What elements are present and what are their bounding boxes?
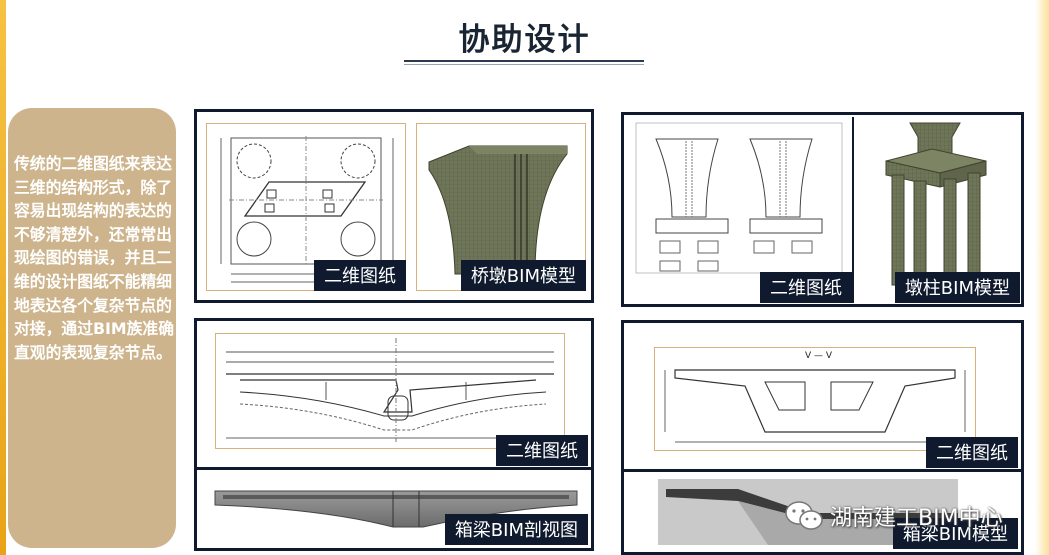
girder-elevation-drawing bbox=[226, 338, 554, 442]
description-text: 传统的二维图纸来表达三维的结构形式，除了容易出现结构的表达的不够清楚外，还常常出… bbox=[14, 154, 175, 362]
watermark: 湖南建工BIM中心 bbox=[784, 499, 1003, 533]
box-panel: V — V 二维图纸 箱梁BIM模型 湖南建工BIM中心 bbox=[621, 320, 1024, 555]
column-model: 墩柱BIM模型 bbox=[856, 117, 1020, 303]
box-model-caption: 箱梁BIM模型 bbox=[892, 518, 1018, 549]
girder-section bbox=[213, 483, 579, 535]
pier-bim-model-image bbox=[428, 145, 568, 275]
column-drawing: 二维图纸 bbox=[626, 117, 854, 303]
watermark-text: 湖南建工BIM中心 bbox=[830, 506, 1003, 531]
pier-model-caption: 桥墩BIM模型 bbox=[460, 260, 586, 291]
girder-section-caption: 箱梁BIM剖视图 bbox=[444, 514, 588, 545]
box-drawing-caption: 二维图纸 bbox=[926, 437, 1018, 468]
box-drawing: V — V bbox=[654, 347, 976, 451]
page-title: 协助设计 bbox=[458, 22, 591, 58]
column-bim-model-image bbox=[885, 122, 987, 292]
pier-model: 桥墩BIM模型 bbox=[416, 123, 586, 291]
column-drawing-caption: 二维图纸 bbox=[760, 272, 852, 303]
girder-drawing bbox=[215, 333, 565, 449]
pier-drawing-caption: 二维图纸 bbox=[314, 260, 406, 291]
box-divider bbox=[624, 469, 1021, 472]
girder-section-image bbox=[214, 490, 578, 528]
right-accent-edge bbox=[1035, 0, 1049, 555]
wechat-icon bbox=[785, 501, 823, 530]
column-panel: 二维图纸 墩柱BIM模型 bbox=[621, 112, 1024, 307]
girder-drawing-caption: 二维图纸 bbox=[496, 435, 588, 466]
pier-drawing: 二维图纸 bbox=[206, 123, 406, 291]
box-cross-section-drawing: V — V bbox=[664, 351, 966, 443]
description-card: 传统的二维图纸来表达三维的结构形式，除了容易出现结构的表达的不够清楚外，还常常出… bbox=[8, 108, 176, 548]
title-underline-thin bbox=[404, 64, 644, 65]
column-model-caption: 墩柱BIM模型 bbox=[894, 272, 1020, 303]
left-accent-edge bbox=[0, 0, 6, 555]
girder-panel: 二维图纸 箱梁BIM剖视图 bbox=[194, 318, 594, 551]
section-label: V — V bbox=[805, 351, 833, 361]
title-underline bbox=[404, 60, 644, 62]
pier-panel: 二维图纸 桥墩BIM模型 bbox=[194, 109, 594, 303]
girder-divider bbox=[197, 467, 591, 470]
column-elevation-drawing bbox=[635, 122, 843, 274]
